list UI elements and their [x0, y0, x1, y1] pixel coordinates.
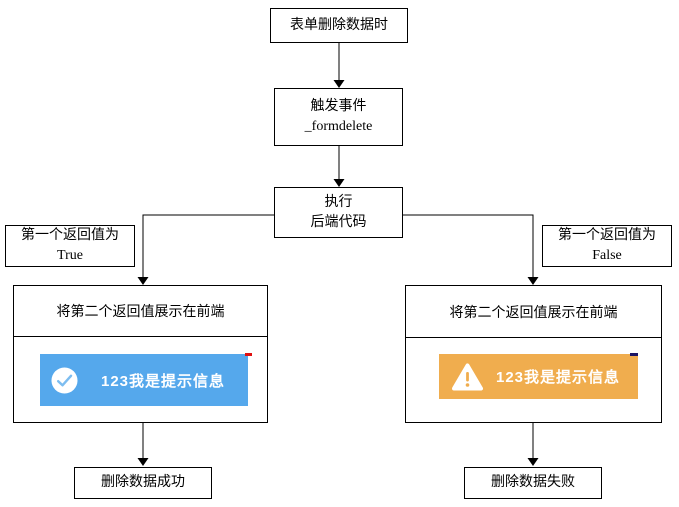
branch-left-connector	[142, 214, 274, 278]
success-toast-message: 123我是提示信息	[101, 372, 226, 390]
warning-toast: 123我是提示信息	[439, 354, 638, 399]
arrowhead-icon	[333, 179, 345, 187]
node-end-failure: 删除数据失败	[464, 467, 602, 499]
node-execute-line2: 后端代码	[310, 214, 367, 230]
node-trigger-event: 触发事件 _formdelete	[274, 88, 403, 146]
display-left-header: 将第二个返回值展示在前端	[14, 286, 267, 337]
node-branch-true: 第一个返回值为 True	[5, 225, 135, 267]
node-execute-line1: 执行	[324, 194, 353, 210]
toast-corner-mark	[630, 353, 638, 356]
node-start-label: 表单删除数据时	[290, 17, 388, 33]
warning-triangle-icon	[452, 363, 483, 390]
end-success-label: 删除数据成功	[101, 475, 185, 490]
node-trigger-line2: _formdelete	[304, 119, 373, 134]
arrowhead-icon	[137, 458, 149, 466]
display-right-header: 将第二个返回值展示在前端	[406, 286, 661, 338]
node-end-success: 删除数据成功	[74, 467, 212, 499]
branch-right-connector	[403, 214, 534, 278]
arrowhead-icon	[137, 277, 149, 285]
node-start: 表单删除数据时	[270, 8, 408, 43]
arrowhead-icon	[333, 80, 345, 88]
node-branch-false: 第一个返回值为 False	[542, 225, 672, 267]
success-toast: 123我是提示信息	[40, 354, 248, 406]
arrowhead-icon	[527, 458, 539, 466]
node-display-right: 将第二个返回值展示在前端 123我是提示信息	[405, 285, 662, 423]
warning-toast-message: 123我是提示信息	[496, 369, 621, 386]
branch-true-line1: 第一个返回值为	[21, 228, 119, 243]
toast-corner-mark	[245, 353, 252, 356]
end-failure-label: 删除数据失败	[491, 475, 575, 490]
check-circle-icon	[51, 367, 78, 393]
node-trigger-line1: 触发事件	[310, 99, 367, 114]
branch-false-line2: False	[592, 248, 622, 263]
arrowheads	[137, 80, 539, 466]
branch-true-line2: True	[57, 248, 83, 263]
arrowhead-icon	[527, 277, 539, 285]
branch-false-line1: 第一个返回值为	[558, 228, 656, 243]
connector-strokes	[142, 43, 534, 459]
node-display-left: 将第二个返回值展示在前端 123我是提示信息	[13, 285, 268, 423]
node-execute-backend: 执行 后端代码	[274, 187, 403, 238]
